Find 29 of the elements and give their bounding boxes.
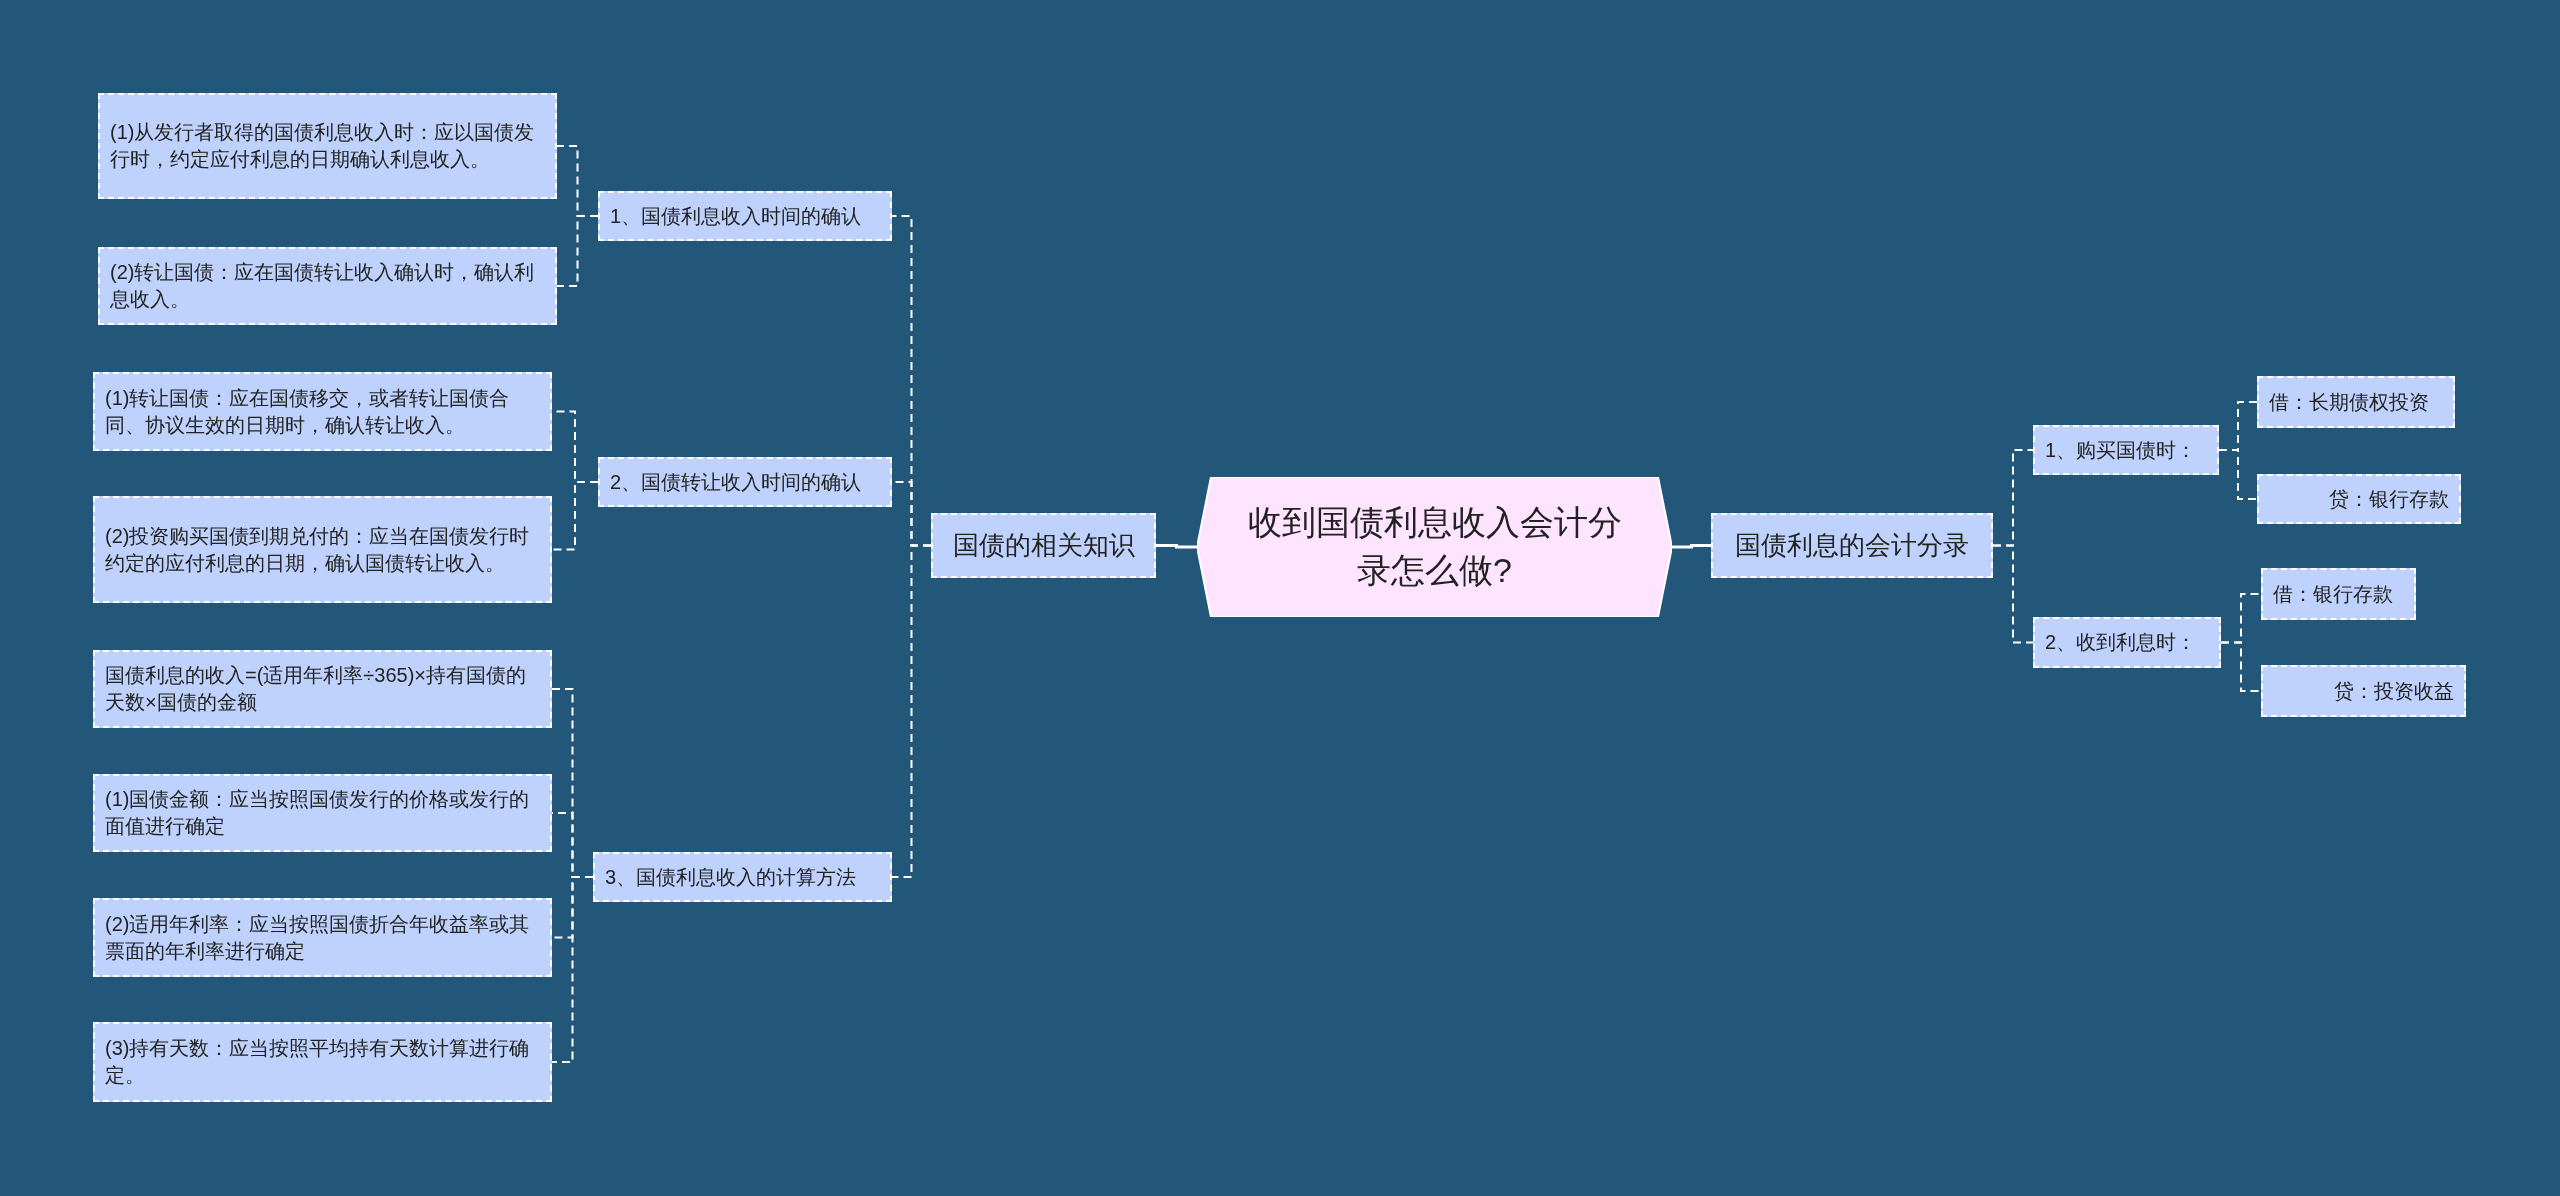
subtopic-box: 2、国债转让收入时间的确认 [598,457,892,507]
connector-line [2220,641,2262,692]
connector-line [891,544,932,878]
central-topic: 收到国债利息收入会计分录怎么做? [1197,477,1672,617]
connector-line [551,481,599,551]
subtopic-box: (3)持有天数：应当按照平均持有天数计算进行确定。 [93,1022,552,1102]
connector-line [556,215,599,287]
subtopic-box: 借：银行存款 [2261,568,2416,620]
subtopic-box: (2)投资购买国债到期兑付的：应当在国债发行时约定的应付利息的日期，确认国债转让收入。 [93,496,552,603]
subtopic-box: (2)转让国债：应在国债转让收入确认时，确认利息收入。 [98,247,557,325]
branch-topic: 国债利息的会计分录 [1711,513,1993,578]
subtopic-box: 1、国债利息收入时间的确认 [598,191,892,241]
subtopic-box: 借：长期债权投资 [2257,376,2455,428]
subtopic-box: 2、收到利息时： [2033,617,2221,668]
connector-line [551,876,594,1063]
subtopic-box: 贷：投资收益 [2261,665,2466,717]
connector-line [1672,544,1711,549]
subtopic-box: (1)转让国债：应在国债移交，或者转让国债合同、协议生效的日期时，确认转让收入。 [93,372,552,451]
connector-line [1156,544,1197,549]
subtopic-box: 贷：银行存款 [2257,474,2461,524]
subtopic-box: 3、国债利息收入的计算方法 [593,852,892,902]
subtopic-box: 国债利息的收入=(适用年利率÷365)×持有国债的天数×国债的金额 [93,650,552,728]
subtopic-box: 1、购买国债时： [2033,425,2219,475]
subtopic-box: (2)适用年利率：应当按照国债折合年收益率或其票面的年利率进行确定 [93,898,552,977]
subtopic-box: (1)从发行者取得的国债利息收入时：应以国债发行时，约定应付利息的日期确认利息收入。 [98,93,557,199]
branch-topic: 国债的相关知识 [931,513,1156,578]
connector-line [2218,449,2258,500]
subtopic-box: (1)国债金额：应当按照国债发行的价格或发行的面值进行确定 [93,774,552,852]
connector-line [1992,544,2034,644]
